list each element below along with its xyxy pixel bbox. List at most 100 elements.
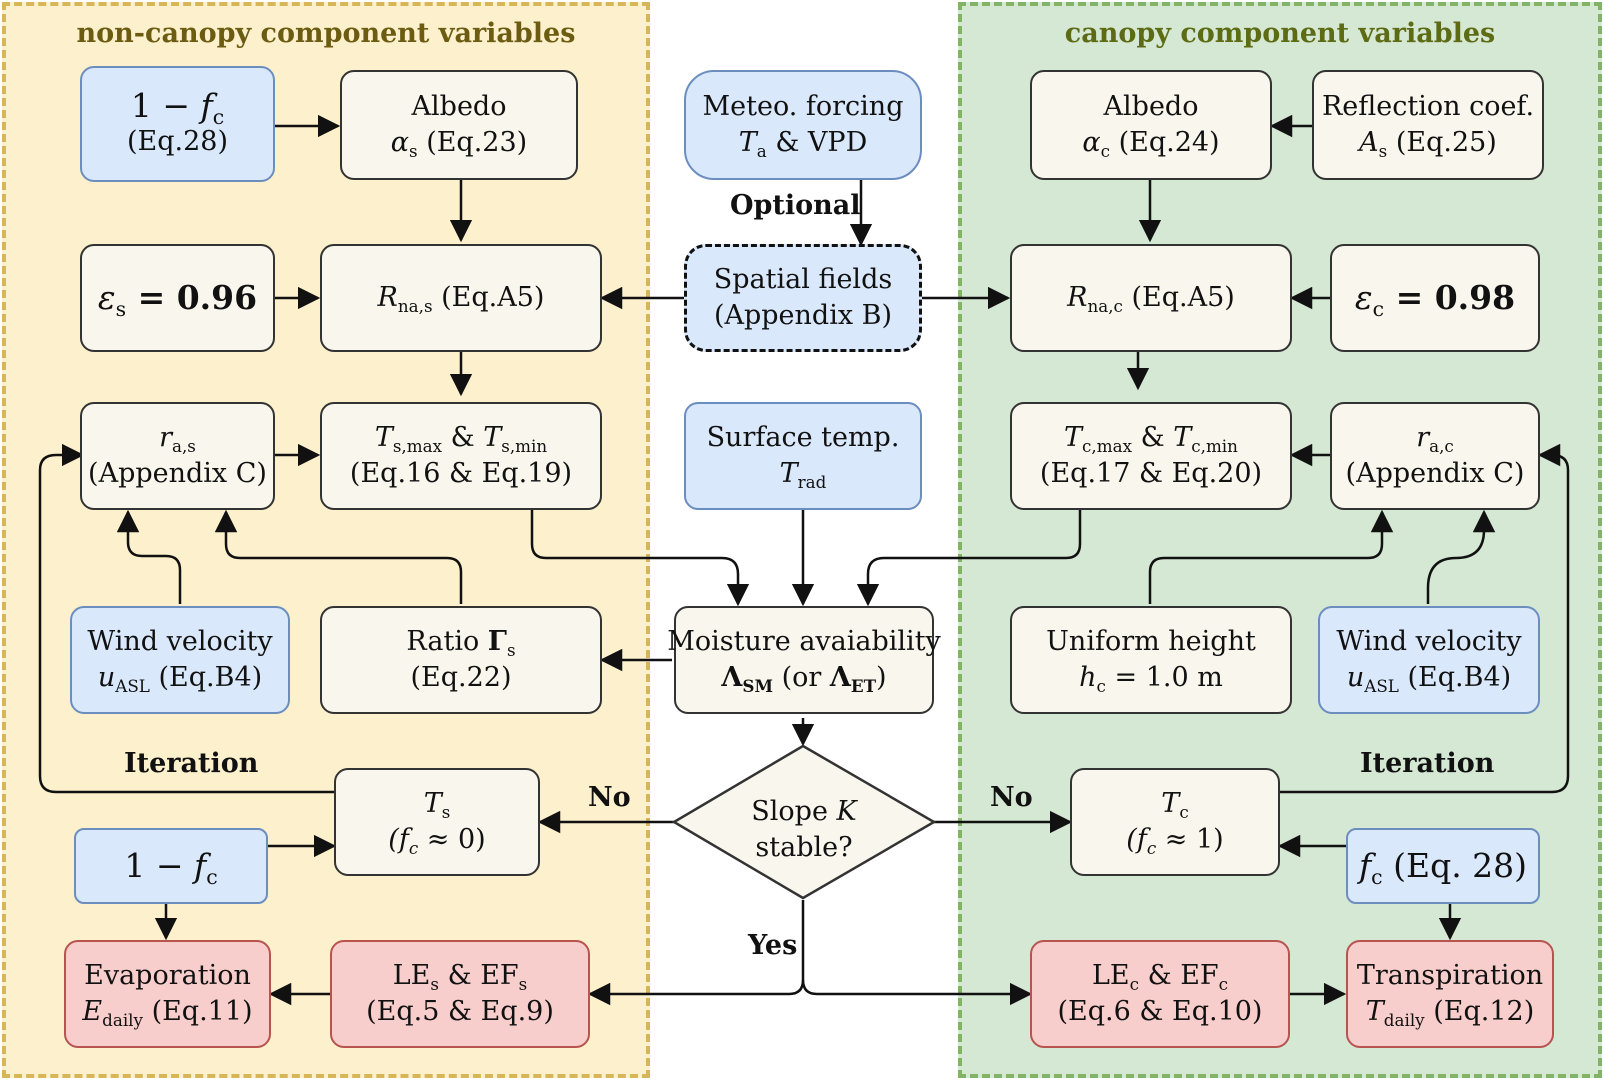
no-right-label: No — [990, 782, 1033, 813]
spatial-fields-title: Spatial fields — [713, 264, 893, 295]
rna-s-node[interactable]: Rna,s (Eq.A5) — [320, 244, 602, 352]
edge-iteration-left — [38, 443, 334, 794]
iteration-right-label: Iteration — [1360, 748, 1495, 779]
u-asl-left-subscript: ASL — [115, 675, 150, 696]
le-ef-c-node[interactable]: LEc & EFc (Eq.6 & Eq.10) — [1030, 940, 1290, 1048]
fc-symbol: f — [200, 86, 213, 125]
stable-label: stable? — [755, 832, 853, 863]
reflection-coef-node[interactable]: Reflection coef. As (Eq.25) — [1312, 70, 1544, 180]
ts-fc-open: (f — [388, 824, 409, 855]
uniform-height-node[interactable]: Uniform height hc = 1.0 m — [1010, 606, 1292, 714]
eps-s-node[interactable]: εs = 0.96 — [80, 244, 275, 352]
ra-s-node[interactable]: ra,s (Appendix C) — [80, 402, 275, 510]
le-ef-s-amp: & — [438, 960, 481, 991]
tc-maxmin-amp: & — [1132, 422, 1174, 453]
ts-fc-rest: ≈ 0) — [418, 824, 486, 855]
one-minus-fc-node[interactable]: 1 − fc — [74, 828, 268, 904]
reflection-coef-eq: (Eq.25) — [1387, 127, 1497, 158]
ra-s-subscript: a,s — [172, 435, 196, 456]
fc-var-subscript: c — [206, 865, 218, 890]
tc-min-symbol: T — [1173, 422, 1192, 453]
slope-label: Slope — [751, 796, 837, 827]
fc-eq28-ref: (Eq. 28) — [1382, 846, 1528, 885]
ra-c-ref: (Appendix C) — [1345, 458, 1525, 489]
ts-symbol: T — [423, 788, 442, 819]
tc-min-subscript: c,min — [1191, 435, 1238, 456]
slope-stable-decision — [671, 744, 937, 900]
le-c-symbol: LE — [1091, 960, 1130, 991]
alpha-symbol: α — [390, 127, 410, 158]
ratio-gamma-eq: (Eq.22) — [410, 662, 512, 693]
ra-c-node[interactable]: ra,c (Appendix C) — [1330, 402, 1540, 510]
moisture-availability-node[interactable]: Moisture avaiability ΛSM (or ΛET) — [667, 606, 941, 714]
rna-c-eq: (Eq.A5) — [1122, 282, 1235, 313]
spatial-fields-node[interactable]: Spatial fields (Appendix B) — [684, 244, 922, 352]
u-asl-left-symbol: u — [97, 662, 116, 693]
one-minus-fc-eq28-node[interactable]: 1 − fc (Eq.28) — [80, 66, 275, 182]
transpiration-title: Transpiration — [1356, 960, 1544, 991]
yes-label: Yes — [748, 930, 798, 961]
tc-fc-open: (f — [1126, 824, 1147, 855]
ts-fc-subscript: c — [408, 837, 419, 858]
as-subscript: s — [1378, 140, 1388, 161]
e-daily-symbol: E — [82, 996, 103, 1027]
one-minus-fc-prefix: 1 − — [130, 86, 201, 125]
ta-symbol: T — [738, 127, 757, 158]
ratio-gamma-node[interactable]: Ratio Γs (Eq.22) — [320, 606, 602, 714]
ts-min-subscript: s,min — [501, 435, 548, 456]
edge-ratio-ras — [214, 509, 463, 604]
one-minus-prefix: 1 − — [124, 846, 194, 885]
e-daily-subscript: daily — [102, 1009, 143, 1030]
tc-maxmin-node[interactable]: Tc,max & Tc,min (Eq.17 & Eq.20) — [1010, 402, 1292, 510]
rna-s-subscript: na,s — [397, 295, 433, 316]
surface-temp-node[interactable]: Surface temp. Trad — [684, 402, 922, 510]
wind-right-eq: (Eq.B4) — [1398, 662, 1512, 693]
fc-eq28-node[interactable]: fc (Eq. 28) — [1346, 828, 1540, 904]
canopy-title: canopy component variables — [1064, 18, 1496, 49]
le-ef-s-node[interactable]: LEs & EFs (Eq.5 & Eq.9) — [330, 940, 590, 1048]
eps-c-symbol: ε — [1354, 278, 1373, 317]
eps-c-node[interactable]: εc = 0.98 — [1330, 244, 1540, 352]
spatial-fields-ref: (Appendix B) — [713, 300, 893, 331]
optional-label: Optional — [730, 190, 861, 221]
albedo-s-eq: (Eq.23) — [417, 127, 528, 158]
tc-subscript: c — [1179, 801, 1189, 822]
as-symbol: A — [1359, 127, 1379, 158]
ts-node[interactable]: Ts (fc ≈ 0) — [334, 768, 540, 876]
transpiration-node[interactable]: Transpiration Tdaily (Eq.12) — [1346, 940, 1554, 1048]
meteo-forcing-vpd: & VPD — [766, 127, 868, 158]
lambda-sm-symbol: Λ — [721, 662, 743, 693]
ratio-label: Ratio — [406, 626, 488, 657]
eps-c-value: = 0.98 — [1384, 278, 1516, 317]
ra-c-subscript: a,c — [1429, 435, 1454, 456]
ts-max-symbol: T — [374, 422, 393, 453]
ts-maxmin-node[interactable]: Ts,max & Ts,min (Eq.16 & Eq.19) — [320, 402, 602, 510]
albedo-c-node[interactable]: Albedo αc (Eq.24) — [1030, 70, 1272, 180]
lambda-sm-subscript: SM — [742, 675, 773, 696]
tc-max-subscript: c,max — [1082, 435, 1133, 456]
meteo-forcing-node[interactable]: Meteo. forcing Ta & VPD — [684, 70, 922, 180]
u-asl-right-symbol: u — [1346, 662, 1365, 693]
tc-node[interactable]: Tc (fc ≈ 1) — [1070, 768, 1280, 876]
rna-s-eq: (Eq.A5) — [432, 282, 545, 313]
evaporation-node[interactable]: Evaporation Edaily (Eq.11) — [64, 940, 271, 1048]
moisture-title: Moisture avaiability — [667, 626, 941, 657]
le-ef-c-eq: (Eq.6 & Eq.10) — [1057, 996, 1263, 1027]
tc-symbol: T — [1161, 788, 1180, 819]
albedo-s-node[interactable]: Albedo αs (Eq.23) — [340, 70, 578, 180]
hc-subscript: c — [1096, 675, 1106, 696]
ts-subscript: s — [441, 801, 451, 822]
edge-yes-leefc — [801, 979, 1033, 1006]
reflection-coef-title: Reflection coef. — [1321, 91, 1535, 122]
edge-tcmaxmin-moisture — [856, 510, 1082, 607]
ef-c-symbol: EF — [1180, 960, 1219, 991]
rna-c-node[interactable]: Rna,c (Eq.A5) — [1010, 244, 1292, 352]
trad-subscript: rad — [797, 471, 827, 492]
wind-velocity-left-node[interactable]: Wind velocity uASL (Eq.B4) — [70, 606, 290, 714]
rna-c-symbol: R — [1067, 282, 1088, 313]
gamma-subscript: s — [506, 639, 516, 660]
ef-s-symbol: EF — [480, 960, 519, 991]
iteration-left-label: Iteration — [124, 748, 259, 779]
tc-fc-subscript: c — [1146, 837, 1157, 858]
wind-velocity-right-node[interactable]: Wind velocity uASL (Eq.B4) — [1318, 606, 1540, 714]
